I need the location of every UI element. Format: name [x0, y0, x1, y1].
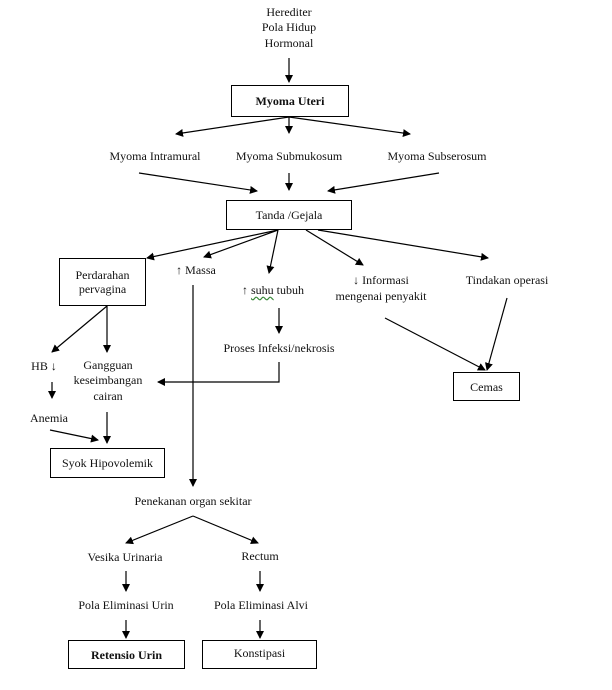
node-myoma-submukosum: Myoma Submukosum [235, 149, 343, 163]
arrow-tanda-to-suhu [266, 229, 279, 274]
node-suhu-arrow: ↑ [241, 283, 251, 297]
node-perdarahan: Perdarahan pervagina [59, 258, 146, 306]
node-perdarahan-line2: pervagina [78, 282, 127, 296]
node-eliminasi-urin: Pola Eliminasi Urin [78, 598, 174, 612]
node-konstipasi-label: Konstipasi [233, 646, 286, 660]
node-suhu-tubuh: ↑ suhu tubuh [242, 283, 304, 297]
node-tindakan-operasi: Tindakan operasi [465, 273, 549, 287]
node-tanda-gejala-label: Tanda /Gejala [255, 208, 323, 222]
node-rectum: Rectum [241, 549, 279, 563]
arrow-perdarahan-to-hb [51, 305, 108, 353]
arrow-tindakan-to-cemas [485, 297, 508, 371]
cause-herediter: Herediter [266, 5, 312, 19]
node-gangguan-line3: cairan [93, 389, 123, 403]
node-cemas: Cemas [453, 372, 520, 401]
node-syok-hipovolemik: Syok Hipovolemik [50, 448, 165, 478]
node-syok-label: Syok Hipovolemik [61, 456, 153, 470]
node-retensio-label: Retensio Urin [91, 647, 162, 662]
node-hb: HB ↓ [31, 359, 57, 373]
node-informasi-line1: ↓ Informasi [353, 273, 409, 287]
cause-hormonal: Hormonal [264, 36, 314, 50]
node-konstipasi: Konstipasi [202, 640, 317, 669]
arrow-tanda-to-informasi [305, 229, 364, 266]
node-vesika-urinaria: Vesika Urinaria [87, 550, 163, 564]
node-cemas-label: Cemas [470, 379, 503, 394]
arrow-intramural-to-tanda [138, 172, 258, 194]
arrow-subserosum-to-tanda [327, 172, 440, 194]
arrow-tanda-to-tindakan [317, 229, 489, 261]
arrow-tanda-to-perdarahan [146, 229, 279, 261]
arrow-informasi-to-cemas [384, 317, 486, 371]
node-eliminasi-alvi: Pola Eliminasi Alvi [213, 598, 309, 612]
node-massa: ↑ Massa [176, 263, 216, 277]
node-perdarahan-line1: Perdarahan [75, 268, 130, 282]
node-anemia: Anemia [30, 411, 68, 425]
node-tanda-gejala: Tanda /Gejala [226, 200, 352, 230]
arrow-infeksi-to-gangguan [157, 362, 280, 386]
node-gangguan-line2: keseimbangan [73, 373, 143, 387]
arrow-anemia-to-syok [49, 429, 99, 443]
node-proses-infeksi: Proses Infeksi/nekrosis [223, 341, 335, 355]
node-myoma-intramural: Myoma Intramural [109, 149, 201, 163]
node-myoma-uteri: Myoma Uteri [231, 85, 349, 117]
node-suhu-word: suhu [250, 283, 274, 297]
node-myoma-subserosum: Myoma Subserosum [387, 149, 487, 163]
node-penekanan: Penekanan organ sekitar [134, 494, 252, 508]
arrow-myoma-to-subserosum [288, 116, 411, 137]
cause-pola-hidup: Pola Hidup [261, 20, 317, 34]
arrow-penekanan-to-rectum [192, 515, 259, 545]
node-myoma-uteri-label: Myoma Uteri [255, 94, 325, 108]
node-gangguan-line1: Gangguan [83, 358, 133, 372]
node-informasi-line2: mengenai penyakit [335, 289, 427, 303]
arrow-myoma-to-intramural [175, 116, 290, 137]
node-suhu-rest: tubuh [273, 283, 305, 297]
node-retensio-urin: Retensio Urin [68, 640, 185, 669]
arrow-penekanan-to-vesika [125, 515, 194, 545]
arrow-tanda-to-massa [203, 229, 279, 259]
